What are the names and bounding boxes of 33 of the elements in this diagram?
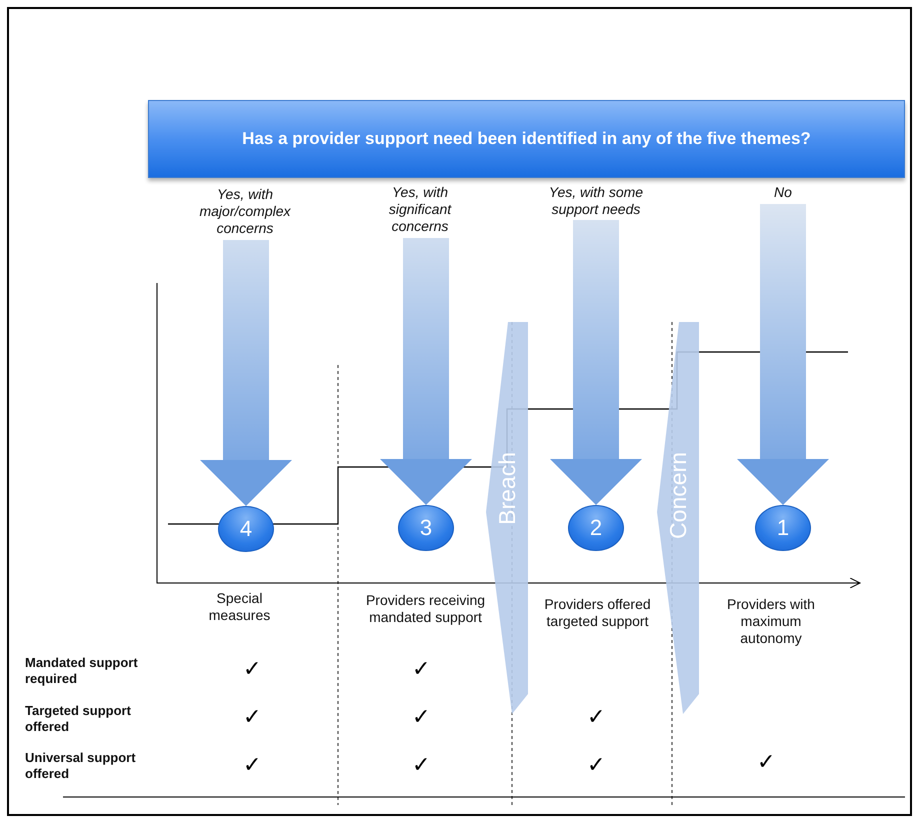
level-circle (755, 505, 811, 551)
band-label: Breach (494, 452, 520, 525)
check-mark: ✓ (757, 751, 775, 773)
check-mark: ✓ (587, 754, 605, 776)
level-number: 1 (776, 515, 790, 541)
row-header: Universal support offered (25, 750, 137, 782)
answer-label: Yes, with significant concerns (388, 184, 452, 235)
check-mark: ✓ (243, 754, 261, 776)
check-mark: ✓ (587, 706, 605, 728)
answer-label: Yes, with major/complex concerns (198, 186, 292, 237)
block-arrow (380, 238, 472, 505)
check-mark: ✓ (412, 754, 430, 776)
check-mark: ✓ (412, 658, 430, 680)
title-banner (148, 100, 905, 178)
check-mark: ✓ (243, 658, 261, 680)
row-header: Mandated support required (25, 655, 139, 687)
check-mark: ✓ (243, 706, 261, 728)
check-mark: ✓ (412, 706, 430, 728)
level-number: 2 (590, 515, 602, 541)
level-number: 4 (240, 516, 252, 542)
breach-band (484, 322, 530, 714)
level-caption: Providers receiving mandated support (364, 592, 486, 626)
concern-band (655, 322, 701, 714)
answer-label: No (774, 184, 792, 201)
level-caption: Providers with maximum autonomy (726, 596, 816, 647)
band-label: Concern (664, 452, 692, 539)
level-caption: Special measures (208, 590, 272, 624)
block-arrow (737, 204, 829, 505)
row-header: Targeted support offered (25, 703, 132, 735)
answer-label: Yes, with some support needs (548, 184, 644, 218)
level-caption: Providers offered targeted support (543, 596, 652, 630)
question-text: Has a provider support need been identified in any of the five themes? (242, 129, 811, 149)
level-number: 3 (420, 515, 432, 541)
